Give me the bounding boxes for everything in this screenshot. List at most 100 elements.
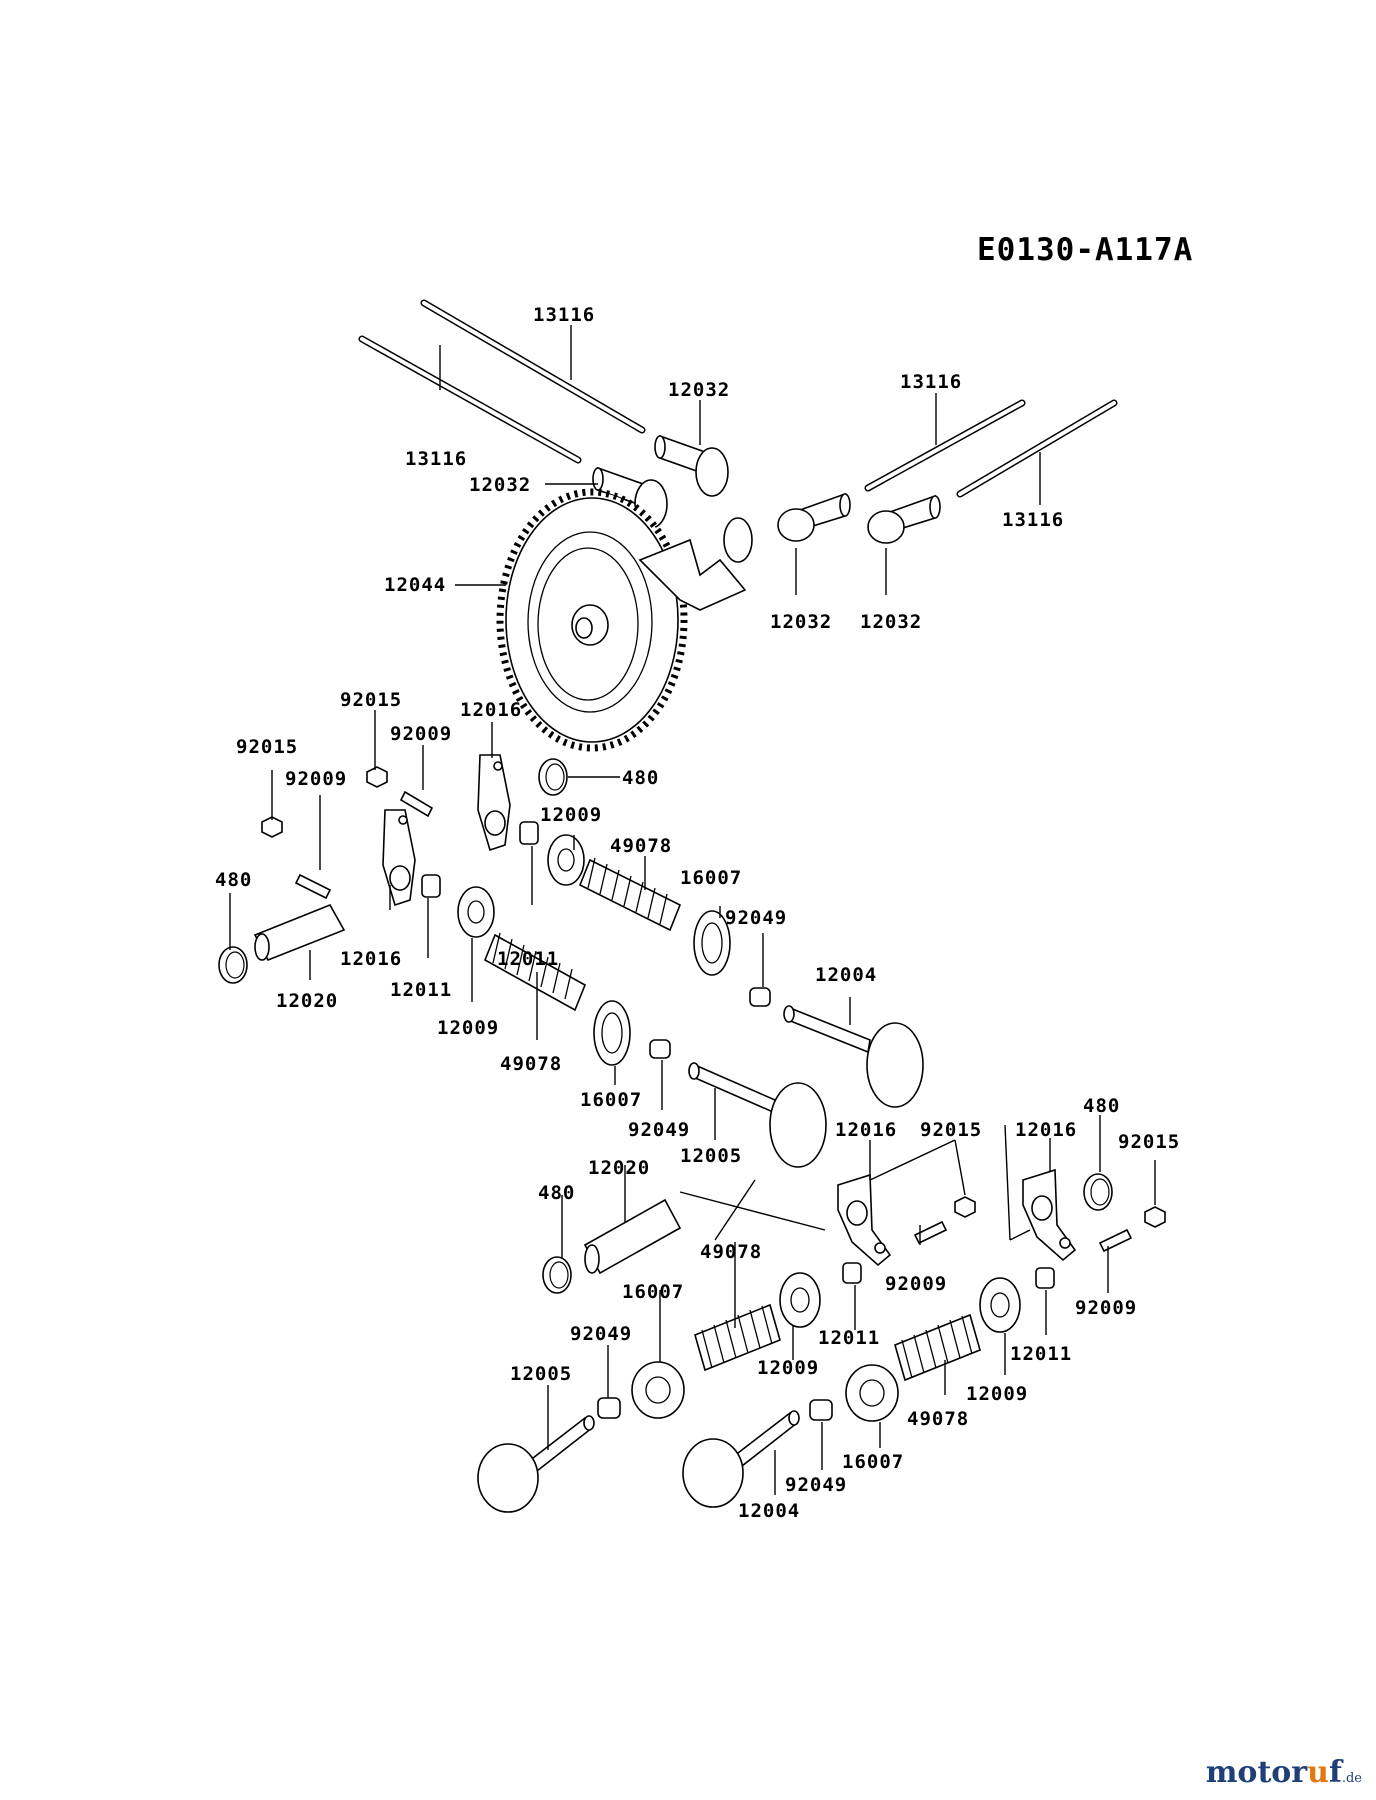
tappet: [654, 434, 729, 497]
valve: [682, 1410, 800, 1508]
callout-label: 480: [538, 1182, 575, 1204]
callout-label: 49078: [500, 1053, 562, 1075]
rocker-shaft: [253, 903, 346, 962]
spring-retainer: [547, 834, 585, 886]
rocker-arm: [382, 809, 416, 907]
callout-label: 16007: [842, 1451, 904, 1473]
callout-label: 92009: [285, 768, 347, 790]
callout-label: 12005: [510, 1363, 572, 1385]
valve-spring: [894, 1313, 981, 1382]
callout-label: 49078: [907, 1408, 969, 1430]
callout-label: 92049: [570, 1323, 632, 1345]
callout-label: 12004: [815, 964, 877, 986]
leader-lines: [229, 325, 1156, 1495]
callout-label: 16007: [622, 1281, 684, 1303]
circlip: [1083, 1173, 1113, 1211]
callout-label: 12016: [1015, 1119, 1077, 1141]
callout-label: 12011: [1010, 1343, 1072, 1365]
callout-label: 13116: [1002, 509, 1064, 531]
callout-label: 92009: [390, 723, 452, 745]
callout-label: 13116: [405, 448, 467, 470]
callout-label: 49078: [700, 1241, 762, 1263]
callout-label: 12032: [770, 611, 832, 633]
callout-label: 12032: [860, 611, 922, 633]
nut: [366, 766, 388, 788]
callout-label: 12011: [818, 1327, 880, 1349]
callout-label: 12011: [390, 979, 452, 1001]
callout-label: 480: [215, 869, 252, 891]
spring-retainer: [979, 1277, 1021, 1333]
callout-label: 13116: [900, 371, 962, 393]
collet: [1035, 1267, 1055, 1289]
collet: [842, 1262, 862, 1284]
callout-label: 12009: [966, 1383, 1028, 1405]
callout-label: 92049: [628, 1119, 690, 1141]
valve-washer: [631, 1361, 685, 1419]
callout-label: 92049: [785, 1474, 847, 1496]
valve-seal: [809, 1399, 833, 1421]
rocker-shaft: [583, 1198, 682, 1275]
callout-label: 480: [622, 767, 659, 789]
collet: [421, 874, 441, 898]
nut: [954, 1196, 976, 1218]
valve-seal: [597, 1397, 621, 1419]
watermark-part: u: [1307, 1755, 1329, 1790]
diagram-id: E0130-A117A: [977, 232, 1194, 268]
callout-label: 12004: [738, 1500, 800, 1522]
callout-label: 92009: [885, 1273, 947, 1295]
callout-label: 12016: [340, 948, 402, 970]
valve-seal: [649, 1039, 671, 1059]
callout-label: 12020: [588, 1157, 650, 1179]
callout-label: 12011: [497, 948, 559, 970]
valve-seal: [749, 987, 771, 1007]
callout-label: 92015: [1118, 1131, 1180, 1153]
callout-label: 12005: [680, 1145, 742, 1167]
valve-washer: [845, 1364, 899, 1422]
callout-label: 12009: [757, 1357, 819, 1379]
callout-label: 12044: [384, 574, 446, 596]
valve: [783, 1005, 924, 1108]
valve: [688, 1062, 827, 1168]
adjust-screw: [1098, 1228, 1133, 1253]
callout-label: 12016: [460, 699, 522, 721]
circlip: [542, 1256, 572, 1294]
spring-retainer: [457, 886, 495, 938]
tappet: [867, 494, 941, 544]
callout-label: 480: [1083, 1095, 1120, 1117]
circlip: [538, 758, 568, 796]
camshaft-gear: [496, 488, 753, 752]
adjust-screw: [913, 1220, 948, 1245]
tappet: [777, 492, 851, 542]
valve-spring: [578, 857, 682, 932]
push-rod: [864, 399, 1026, 492]
rocker-arm: [837, 1173, 892, 1267]
callout-label: 92009: [1075, 1297, 1137, 1319]
push-rod: [358, 335, 582, 464]
watermark-tld: .de: [1341, 1771, 1362, 1786]
valve-washer: [693, 910, 731, 976]
watermark-part: f: [1328, 1755, 1342, 1790]
adjust-screw: [399, 790, 434, 818]
valve: [477, 1415, 595, 1513]
callout-label: 12016: [835, 1119, 897, 1141]
collet: [519, 821, 539, 845]
watermark-part: motor: [1205, 1755, 1308, 1790]
callout-label: 16007: [680, 867, 742, 889]
callout-labels: 13116 12032 13116 12032 13116 13116 1204…: [215, 304, 1180, 1522]
spring-retainer: [779, 1272, 821, 1328]
valve-washer: [593, 1000, 631, 1066]
callout-label: 12009: [437, 1017, 499, 1039]
circlip: [218, 946, 248, 984]
push-rod: [420, 299, 646, 434]
nut: [1144, 1206, 1166, 1228]
valve-spring: [483, 932, 587, 1012]
callout-label: 12032: [469, 474, 531, 496]
valve-spring: [694, 1303, 781, 1372]
callout-label: 92049: [725, 907, 787, 929]
rocker-arm: [477, 754, 511, 852]
callout-label: 49078: [610, 835, 672, 857]
callout-label: 12032: [668, 379, 730, 401]
callout-label: 92015: [340, 689, 402, 711]
